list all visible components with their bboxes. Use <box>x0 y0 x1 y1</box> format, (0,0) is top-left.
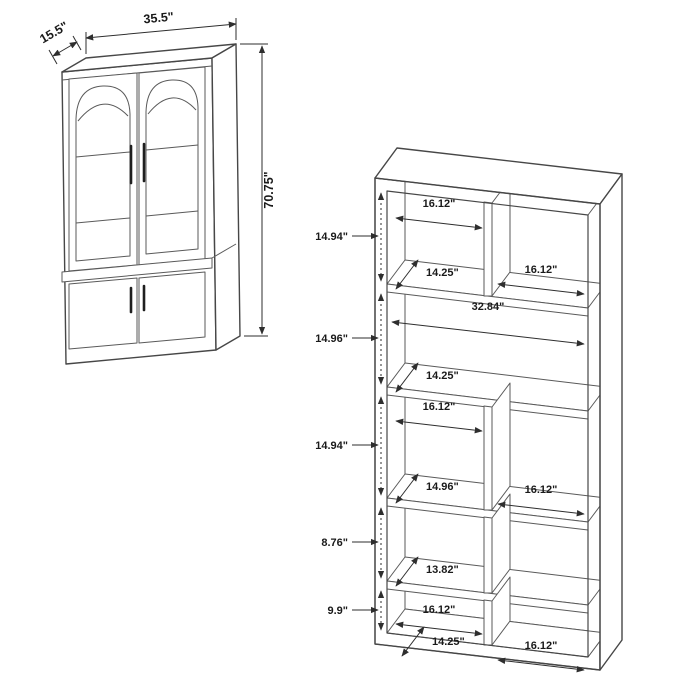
row2-height-label: 14.96" <box>315 333 348 345</box>
bookcase-outline <box>374 177 601 671</box>
row1-depth-label: 14.25" <box>426 267 459 279</box>
cabinet-drawing: 35.5" 15.5" 70.75" <box>37 10 276 365</box>
row4-height-label: 8.76" <box>321 537 348 549</box>
cabinet-right-side <box>211 43 241 351</box>
cabinet-depth-label: 15.5" <box>37 19 70 46</box>
row3-depth-label: 14.96" <box>426 481 459 493</box>
bookcase-divider-row4 <box>483 516 493 594</box>
cabinet-height-dimension: 70.75" <box>240 43 276 337</box>
cabinet-shelf-line <box>145 210 199 217</box>
cabinet-width-dimension: 35.5" <box>85 10 237 54</box>
cabinet-height-label: 70.75" <box>262 171 276 208</box>
cabinet-shelf-line <box>145 144 199 151</box>
row2-depth-label: 14.25" <box>426 370 459 382</box>
cabinet-left-arch-line <box>77 103 129 122</box>
bookcase-divider-row3 <box>483 405 493 511</box>
row3-right-width-label: 16.12" <box>525 484 558 496</box>
cabinet-right-glass-pane <box>145 79 199 255</box>
bookcase-drawing: 14.94" 14.96" 14.94" 8.76" 9.9" 16.12" 1… <box>315 147 623 673</box>
cabinet-left-glass-pane <box>75 85 131 262</box>
cabinet-middle-rail <box>61 257 213 283</box>
cabinet-shelf-line <box>75 151 131 158</box>
bookcase-width-dimensions: 16.12" 16.12" 32.84" 16.12" 16.12" 16.12… <box>391 198 585 673</box>
cabinet-side-seam <box>211 243 237 259</box>
cabinet-width-label: 35.5" <box>143 10 174 27</box>
interior-width-label: 32.84" <box>472 301 505 313</box>
row4-depth-label: 13.82" <box>426 564 459 576</box>
bookcase-opening-frame <box>386 190 589 658</box>
cabinet-lower-right-door <box>138 271 206 344</box>
bookcase-depth-dimensions: 14.25" 14.25" 14.96" 13.82" 14.25" <box>395 259 465 657</box>
row5-left-width-label: 16.12" <box>423 604 456 616</box>
top-opening-width-label: 16.12" <box>423 198 456 210</box>
bookcase-divider-row5 <box>483 599 493 646</box>
cabinet-right-arch-line <box>147 97 197 115</box>
row5-height-label: 9.9" <box>327 605 348 617</box>
cabinet-shelf-line <box>75 217 131 224</box>
bookcase-height-dimensions: 14.94" 14.96" 14.94" 8.76" 9.9" <box>315 192 385 631</box>
cabinet-lower-left-door <box>68 277 138 350</box>
bookcase-right-side <box>599 173 623 671</box>
row1-right-width-label: 16.12" <box>525 264 558 276</box>
bookcase-divider-row1 <box>483 201 493 297</box>
row5-right-width-label: 16.12" <box>525 640 558 652</box>
row1-height-label: 14.94" <box>315 231 348 243</box>
row3-left-width-label: 16.12" <box>423 401 456 413</box>
cabinet-depth-dimension: 15.5" <box>37 19 82 65</box>
row3-height-label: 14.94" <box>315 440 348 452</box>
bottom-depth-label: 14.25" <box>432 636 465 648</box>
